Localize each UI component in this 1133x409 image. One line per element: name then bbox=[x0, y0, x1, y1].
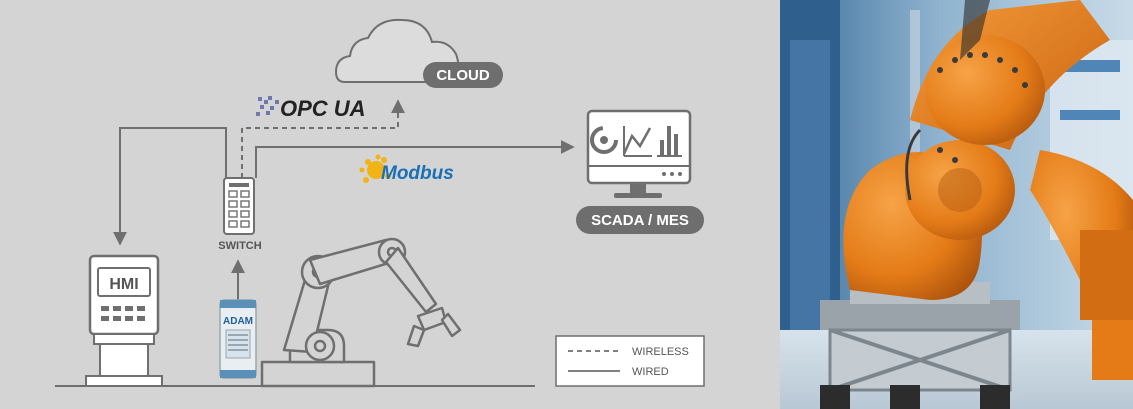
wired-link-scada bbox=[255, 140, 575, 178]
opc-ua-label: OPC UA bbox=[280, 96, 366, 121]
cloud-label-pill: CLOUD bbox=[423, 62, 503, 88]
legend: WIRELESS WIRED bbox=[555, 335, 705, 387]
wireless-link-cloud bbox=[241, 99, 405, 178]
robot-arm-photo bbox=[780, 0, 1133, 409]
scada-monitor-icon bbox=[586, 109, 692, 198]
scada-label-pill: SCADA / MES bbox=[576, 206, 704, 234]
scada-label: SCADA / MES bbox=[591, 212, 689, 229]
switch-label: SWITCH bbox=[218, 240, 261, 252]
network-diagram: CLOUD OPC UA Modbus bbox=[55, 18, 705, 388]
adam-io-module: ADAM bbox=[219, 299, 257, 379]
robot-base bbox=[820, 282, 1020, 409]
legend-wireless-label: WIRELESS bbox=[632, 346, 689, 358]
adam-label: ADAM bbox=[223, 316, 253, 327]
hmi-label: HMI bbox=[109, 276, 138, 293]
robot-arm-icon bbox=[260, 237, 462, 388]
modbus-logo: Modbus bbox=[359, 154, 454, 184]
robot-arm bbox=[843, 0, 1133, 380]
opc-ua-logo: OPC UA bbox=[256, 96, 366, 121]
switch-device bbox=[223, 177, 255, 235]
cloud-label: CLOUD bbox=[436, 67, 489, 84]
legend-wired-label: WIRED bbox=[632, 366, 669, 378]
modbus-label: Modbus bbox=[381, 163, 454, 184]
hmi-terminal-icon bbox=[85, 254, 163, 387]
wired-link-hmi bbox=[113, 127, 227, 246]
